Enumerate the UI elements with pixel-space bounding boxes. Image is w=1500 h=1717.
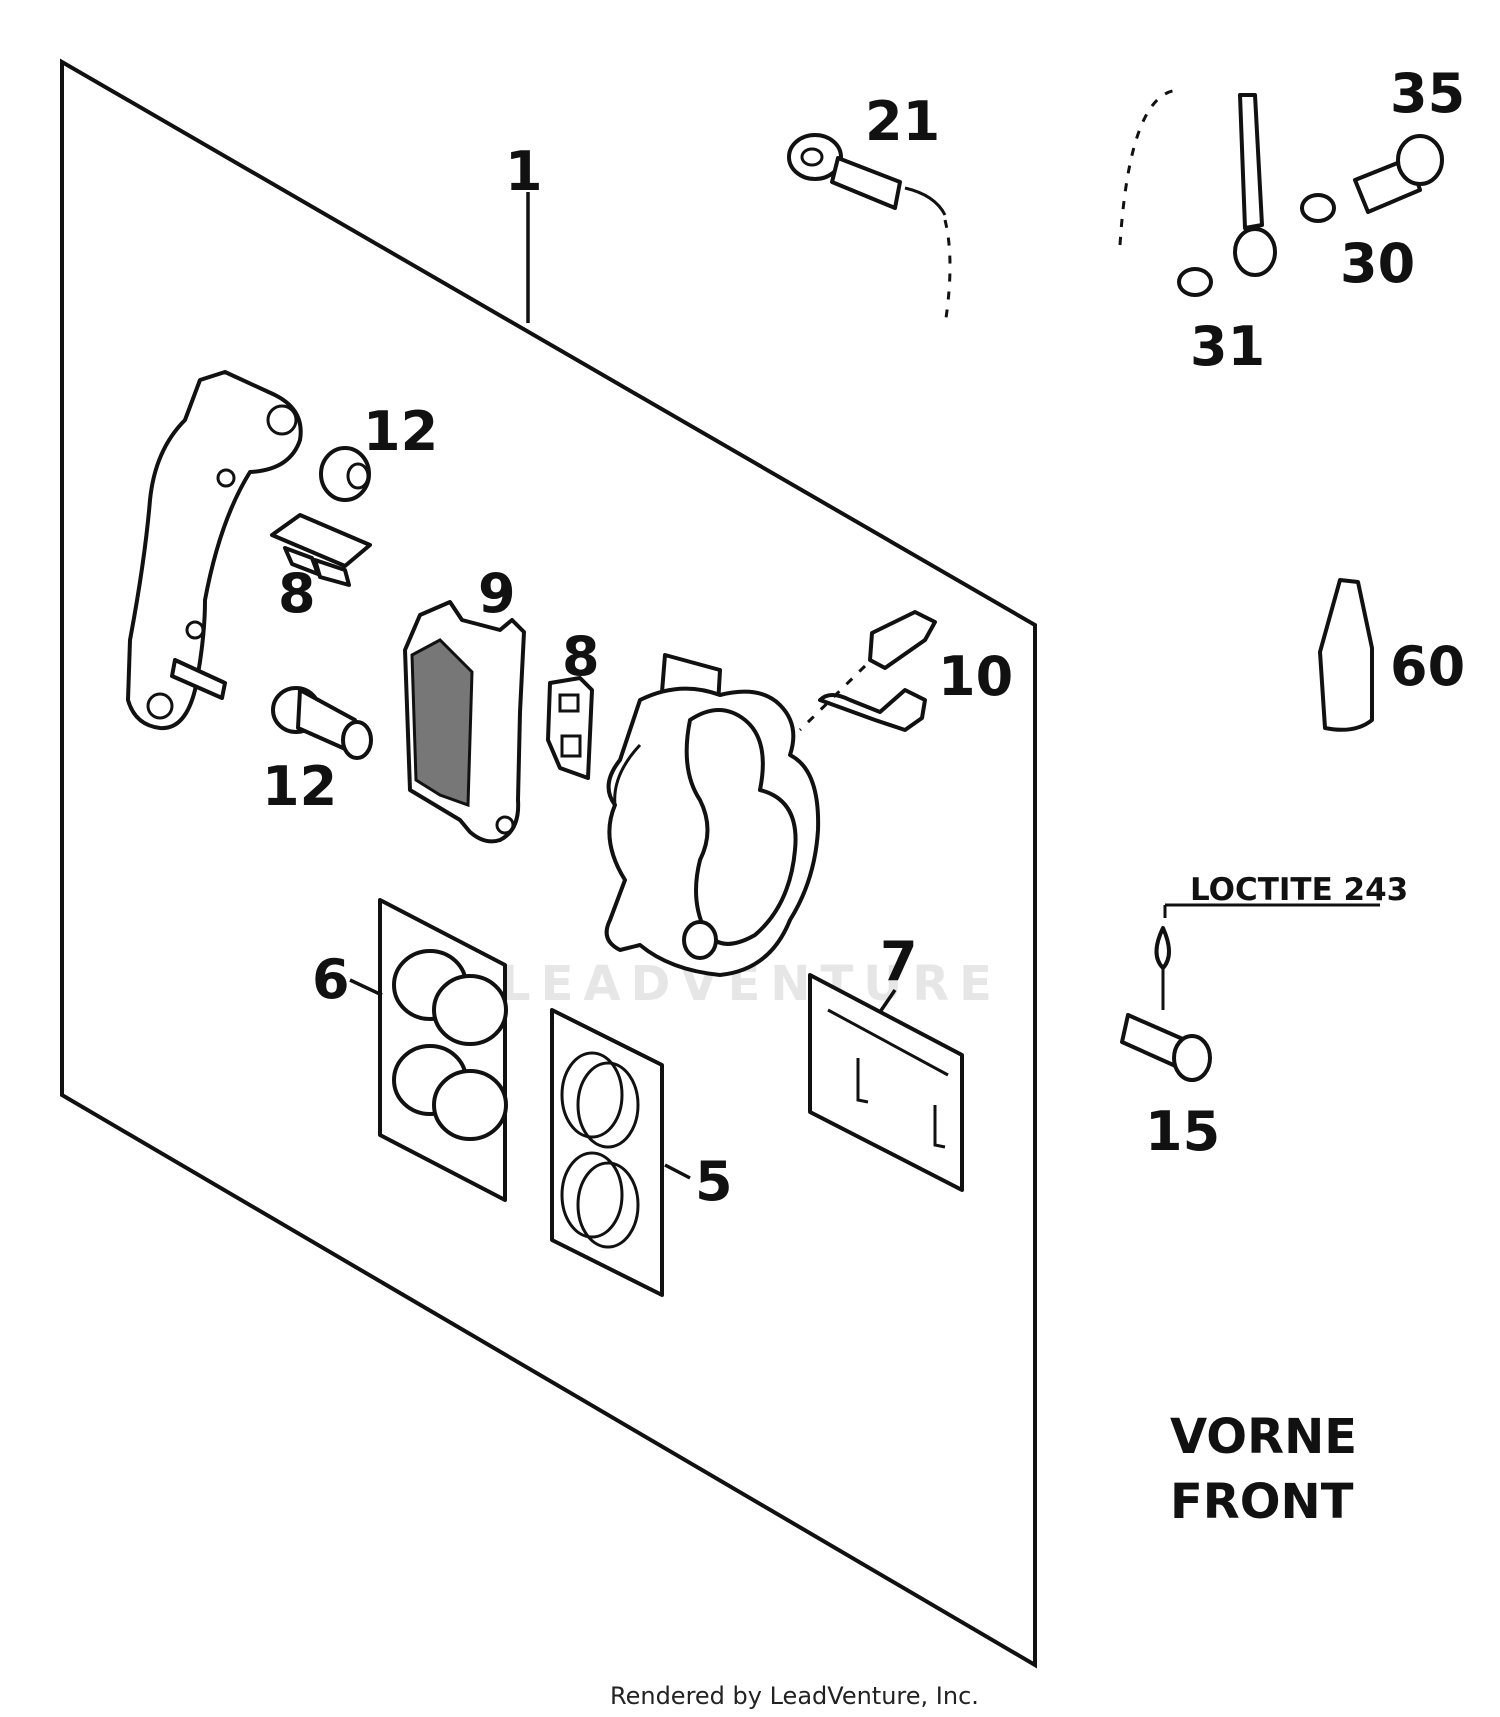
- pin-card-7-part: [808, 973, 964, 1192]
- brake-pad-9-part: [403, 600, 526, 844]
- callout-7: 7: [880, 930, 918, 993]
- callout-15: 15: [1145, 1100, 1220, 1163]
- leader-5: [664, 1163, 691, 1180]
- bolt-15-part: [1120, 903, 1380, 1082]
- callout-8-upper: 8: [278, 562, 316, 625]
- callout-10: 10: [938, 645, 1013, 708]
- region-label-vorne: VORNE: [1170, 1409, 1357, 1465]
- piston-card-6-part: [378, 898, 508, 1202]
- callout-8-middle: 8: [562, 625, 600, 688]
- caliper-body-part: [604, 653, 821, 977]
- guide-pin-12-lower-part: [271, 686, 373, 760]
- banjo-fitting-part: [1118, 88, 1444, 297]
- render-credit: Rendered by LeadVenture, Inc.: [610, 1682, 979, 1710]
- callout-30: 30: [1340, 232, 1415, 295]
- caliper-bracket-part: [126, 370, 303, 731]
- leader-6: [349, 978, 383, 997]
- pad-spring-8-middle-part: [546, 676, 594, 780]
- callout-6: 6: [312, 948, 350, 1011]
- leader-7: [878, 989, 897, 1013]
- bleeder-10-part: [798, 610, 937, 732]
- bushing-12-upper-part: [319, 446, 371, 502]
- callout-21: 21: [865, 90, 940, 153]
- callout-35: 35: [1390, 62, 1465, 125]
- region-label-front: FRONT: [1170, 1474, 1354, 1530]
- callout-9: 9: [478, 562, 516, 625]
- callout-31: 31: [1190, 315, 1265, 378]
- kit-board: [60, 58, 1037, 1669]
- pad-spring-8-upper-part: [270, 513, 372, 587]
- callout-5: 5: [695, 1150, 733, 1213]
- loctite-tube-60-part: [1318, 578, 1374, 732]
- callout-12-upper: 12: [363, 400, 438, 463]
- callout-12-lower: 12: [262, 755, 337, 818]
- callout-1: 1: [505, 140, 543, 203]
- seal-card-5-part: [550, 1008, 664, 1297]
- callout-60: 60: [1390, 635, 1465, 698]
- loctite-note: LOCTITE 243: [1190, 872, 1408, 908]
- hose-fitting-21-part: [787, 133, 952, 326]
